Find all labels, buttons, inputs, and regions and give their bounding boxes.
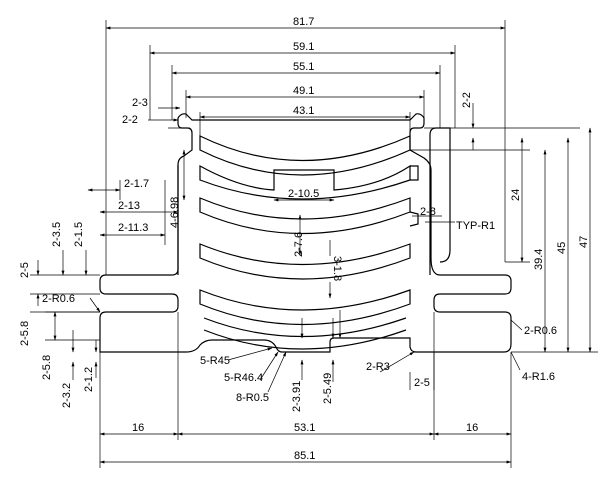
dim-2-3-2: 2-3.2: [61, 383, 73, 408]
dim-2-2-left: 2-2: [122, 114, 138, 126]
slot-right: [410, 165, 419, 181]
dim-2-r0-6-right: 2-R0.6: [524, 325, 557, 337]
dim-2-8: 2-8: [420, 206, 436, 218]
dim-2-5-bottom: 2-5: [414, 377, 430, 389]
dim-2-7-6: 2-7.6: [293, 232, 305, 257]
band-1: [199, 135, 411, 176]
band-7: [203, 329, 407, 350]
dim-8-r0-5: 8-R0.5: [236, 392, 269, 404]
dim-16-left: 16: [132, 422, 144, 434]
dim-49-1: 49.1: [293, 85, 314, 97]
dim-3-1-8: 3-1.8: [331, 256, 343, 281]
dim-2-11-3: 2-11.3: [118, 222, 148, 234]
dim-2-5-49: 2-5.49: [322, 373, 334, 404]
dim-53-1: 53.1: [294, 422, 315, 434]
band-6: [203, 317, 407, 338]
dim-2-5-8-a: 2-5.8: [19, 321, 31, 346]
dimension-lines: [30, 20, 598, 468]
dim-2-2-right: 2-2: [461, 92, 473, 108]
dim-2-3-5: 2-3.5: [51, 222, 63, 247]
dim-85-1: 85.1: [294, 450, 315, 462]
dim-5-r45: 5-R45: [200, 355, 230, 367]
dim-2-1-7: 2-1.7: [124, 178, 149, 190]
band-4: [199, 243, 411, 280]
dim-43-1: 43.1: [293, 105, 314, 117]
part-outline: [99, 113, 512, 353]
dim-2-3: 2-3: [132, 97, 148, 109]
slot-top-right: [409, 211, 419, 227]
dim-45: 45: [556, 242, 568, 254]
dim-2-5-top: 2-5: [19, 262, 31, 278]
dim-2-5-8-b: 2-5.8: [41, 355, 53, 380]
label-typ-r1: TYP-R1: [456, 220, 495, 232]
dim-2-r0-6-left: 2-R0.6: [42, 293, 75, 305]
band-5: [199, 289, 411, 326]
dim-59-1: 59.1: [293, 41, 314, 53]
band-3: [199, 197, 411, 235]
band-2: [199, 164, 411, 200]
dim-24: 24: [510, 189, 522, 201]
dim-2-1-5: 2-1.5: [73, 222, 85, 247]
dim-4-r1-6: 4-R1.6: [522, 371, 555, 383]
dim-5-r46-4: 5-R46.4: [224, 372, 263, 384]
dim-2-13: 2-13: [118, 200, 140, 212]
dim-55-1: 55.1: [293, 61, 314, 73]
dim-81-7: 81.7: [293, 16, 314, 28]
dim-2-10-5: 2-10.5: [288, 188, 319, 200]
dim-47: 47: [578, 236, 590, 248]
dim-2-1-2: 2-1.2: [83, 367, 95, 392]
dim-2-3-91: 2-3.91: [291, 381, 303, 412]
dim-2-r3: 2-R3: [366, 361, 390, 373]
dim-39-4: 39.4: [533, 249, 545, 270]
dimension-labels: 81.7 59.1 55.1 49.1 43.1 2-3 2-2 2-2 2-1…: [19, 16, 590, 462]
dim-4-6-98: 4-6.98: [169, 197, 181, 228]
dim-16-right: 16: [466, 422, 478, 434]
